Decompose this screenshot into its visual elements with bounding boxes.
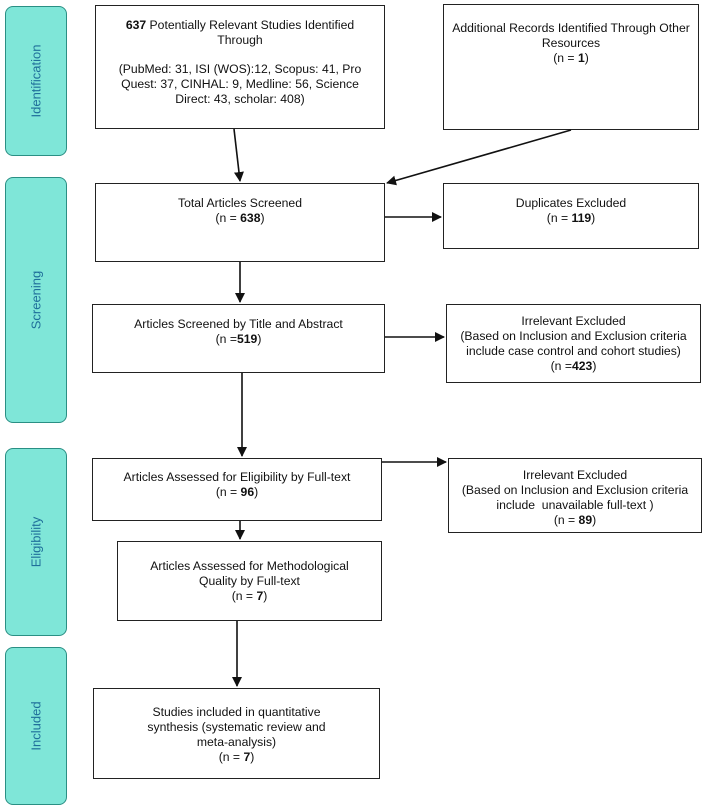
included-studies-count: 7 xyxy=(243,750,251,764)
methodological-quality-box: Articles Assessed for Methodological Qua… xyxy=(117,541,382,621)
title-abstract-n-prefix: (n = xyxy=(215,332,237,346)
included-studies-count-line: (n = 7) xyxy=(219,750,255,765)
additional-n-suffix: ) xyxy=(584,51,589,65)
fulltext-eligibility-n-suffix: ) xyxy=(254,485,259,499)
identified-count: 637 xyxy=(125,18,147,32)
duplicates-n-suffix: ) xyxy=(591,211,596,225)
included-studies-box: Studies included in quantitative synthes… xyxy=(93,688,380,779)
duplicates-box: Duplicates Excluded (n = 119) xyxy=(443,183,699,249)
irrelevant-2-line3: include unavailable full-text ) xyxy=(496,498,654,512)
irrelevant-1-count: 423 xyxy=(571,359,593,373)
methodological-count: 7 xyxy=(256,588,264,603)
identified-studies-box: 637 Potentially Relevant Studies Identif… xyxy=(95,5,385,129)
identified-line1: Potentially Relevant Studies Identified xyxy=(146,18,355,32)
phase-included: Included xyxy=(5,647,67,805)
included-studies-n-suffix: ) xyxy=(250,750,255,764)
methodological-n-suffix: ) xyxy=(263,588,268,603)
irrelevant-2-line2: (Based on Inclusion and Exclusion criter… xyxy=(461,483,689,497)
fulltext-eligibility-title: Articles Assessed for Eligibility by Ful… xyxy=(123,470,351,484)
methodological-count-line: (n = 7) xyxy=(232,589,268,604)
duplicates-n-prefix: (n = xyxy=(546,211,572,225)
identified-line2: Through xyxy=(217,33,263,47)
arrow-additional-to-screened xyxy=(386,129,572,186)
additional-line1: Additional Records Identified Through Ot… xyxy=(452,21,690,50)
irrelevant-1-n-prefix: (n = xyxy=(550,359,572,373)
methodological-n-prefix: (n = xyxy=(231,588,257,603)
irrelevant-2-title: Irrelevant Excluded xyxy=(522,468,628,482)
additional-n-prefix: (n = xyxy=(553,51,578,65)
duplicates-title: Duplicates Excluded xyxy=(515,196,627,210)
title-abstract-count-line: (n =519) xyxy=(216,332,262,347)
total-screened-count-line: (n = 638) xyxy=(215,211,264,226)
irrelevant-2-count: 89 xyxy=(578,513,593,527)
included-studies-title: Studies included in quantitative synthes… xyxy=(147,705,326,749)
irrelevant-1-line3: include case control and cohort studies) xyxy=(466,344,681,358)
irrelevant-1-n-suffix: ) xyxy=(592,359,597,373)
phase-screening: Screening xyxy=(5,177,67,423)
included-studies-n-prefix: (n = xyxy=(218,750,244,764)
irrelevant-1-line2: (Based on Inclusion and Exclusion criter… xyxy=(460,329,687,343)
duplicates-count: 119 xyxy=(571,211,592,225)
duplicates-count-line: (n = 119) xyxy=(547,211,595,226)
identified-heading: 637 Potentially Relevant Studies Identif… xyxy=(126,18,354,33)
total-screened-box: Total Articles Screened (n = 638) xyxy=(95,183,385,262)
additional-count: 1 xyxy=(577,51,585,65)
phase-identification: Identification xyxy=(5,6,67,156)
irrelevant-2-n-prefix: (n = xyxy=(553,513,579,527)
title-abstract-box: Articles Screened by Title and Abstract … xyxy=(92,304,385,373)
irrelevant-excluded-box-1: Irrelevant Excluded (Based on Inclusion … xyxy=(446,304,701,383)
fulltext-eligibility-n-prefix: (n = xyxy=(215,485,241,499)
irrelevant-2-count-line: (n = 89) xyxy=(554,513,596,528)
additional-count-line: (n = 1) xyxy=(553,51,589,66)
arrow-identified-to-screened xyxy=(233,128,244,182)
methodological-title: Articles Assessed for Methodological Qua… xyxy=(150,558,349,588)
irrelevant-1-count-line: (n =423) xyxy=(551,359,597,374)
total-screened-title: Total Articles Screened xyxy=(178,196,302,210)
total-screened-count: 638 xyxy=(240,211,261,225)
fulltext-eligibility-count: 96 xyxy=(240,485,255,499)
phase-eligibility: Eligibility xyxy=(5,448,67,636)
total-screened-n-suffix: ) xyxy=(260,211,265,225)
irrelevant-1-title: Irrelevant Excluded xyxy=(521,314,626,328)
additional-records-box: Additional Records Identified Through Ot… xyxy=(443,4,699,130)
fulltext-eligibility-box: Articles Assessed for Eligibility by Ful… xyxy=(92,458,382,521)
identified-sources: (PubMed: 31, ISI (WOS):12, Scopus: 41, P… xyxy=(118,62,362,106)
title-abstract-title: Articles Screened by Title and Abstract xyxy=(134,317,343,331)
title-abstract-n-suffix: ) xyxy=(257,332,262,346)
fulltext-eligibility-count-line: (n = 96) xyxy=(216,485,258,500)
irrelevant-2-n-suffix: ) xyxy=(592,513,597,527)
irrelevant-excluded-box-2: Irrelevant Excluded (Based on Inclusion … xyxy=(448,458,702,533)
title-abstract-count: 519 xyxy=(236,332,258,346)
total-screened-n-prefix: (n = xyxy=(215,211,241,225)
